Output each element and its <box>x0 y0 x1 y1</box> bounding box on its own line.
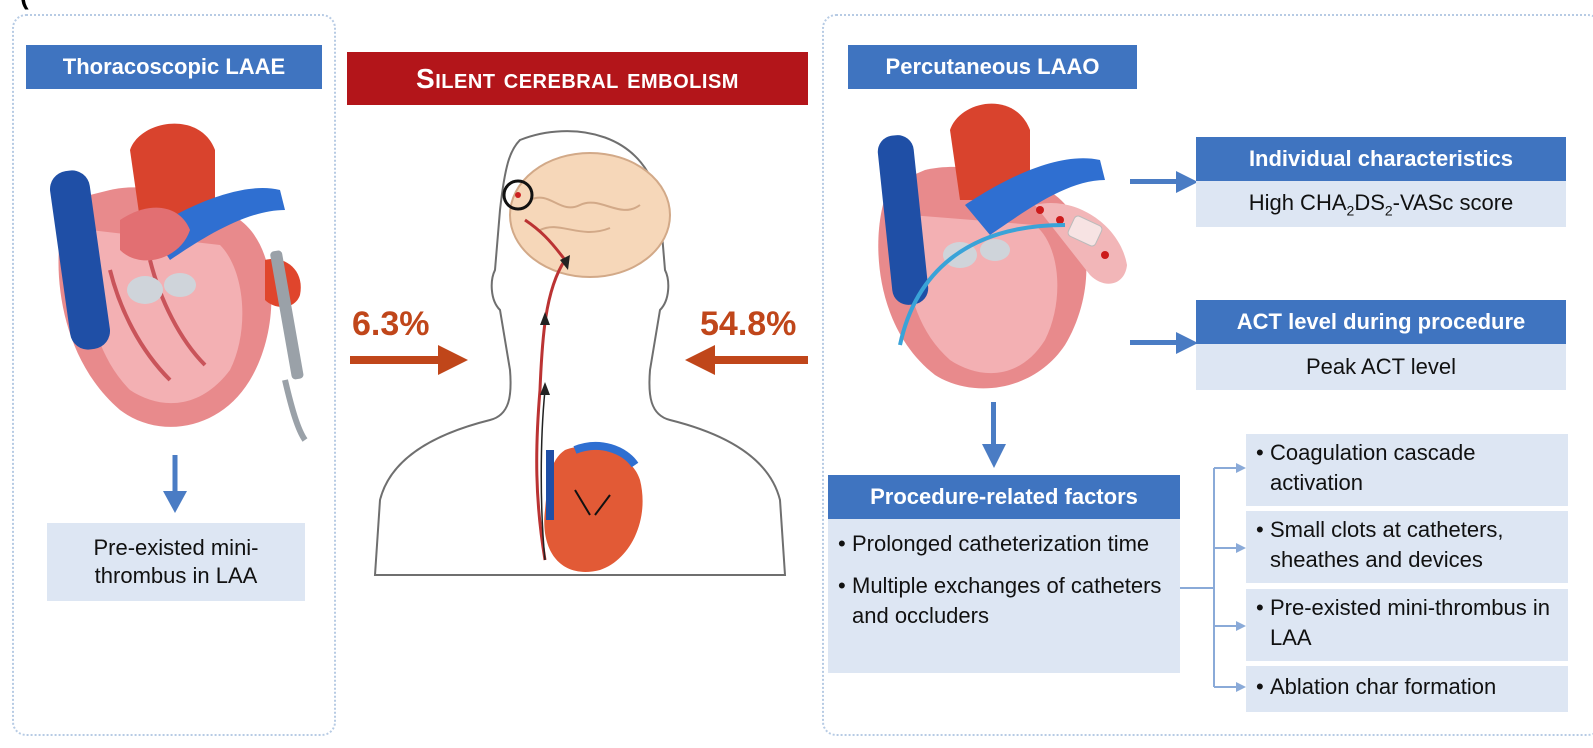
mechanism-item-1: •Coagulation cascade activation <box>1256 438 1558 498</box>
individual-text: High CHA2DS2-VASc score <box>1249 190 1514 218</box>
arrow-to-act <box>1130 331 1200 355</box>
right-orange-arrow <box>685 345 810 375</box>
procedure-bullet-1: •Prolonged catheterization time <box>838 529 1170 559</box>
mechanism-item-3: •Pre-existed mini-thrombus in LAA <box>1256 593 1558 653</box>
left-result-text: Pre-existed mini-thrombus in LAA <box>67 534 285 590</box>
arrow-to-procedure <box>979 402 1009 470</box>
heart-illustration-left <box>30 110 330 440</box>
center-title-text: Silent cerebral embolism <box>416 63 739 95</box>
procedure-title: Procedure-related factors <box>828 475 1180 519</box>
mechanism-box-2: •Small clots at catheters, sheathes and … <box>1246 511 1568 583</box>
left-orange-arrow <box>350 345 470 375</box>
mechanism-item-4: •Ablation char formation <box>1256 672 1558 702</box>
left-result-box: Pre-existed mini-thrombus in LAA <box>47 523 305 601</box>
mechanism-connectors <box>1180 460 1250 700</box>
mechanism-box-1: •Coagulation cascade activation <box>1246 434 1568 506</box>
left-panel-title: Thoracoscopic LAAE <box>26 45 322 89</box>
procedure-bullet-2: •Multiple exchanges of catheters and occ… <box>838 571 1170 631</box>
act-box: Peak ACT level <box>1196 344 1566 390</box>
procedure-box: •Prolonged catheterization time •Multipl… <box>828 519 1180 673</box>
individual-box: High CHA2DS2-VASc score <box>1196 181 1566 227</box>
arrow-to-individual <box>1130 170 1200 194</box>
mechanism-box-4: •Ablation char formation <box>1246 666 1568 712</box>
right-panel-title: Percutaneous LAAO <box>848 45 1137 89</box>
act-title: ACT level during procedure <box>1196 300 1566 344</box>
heart-illustration-right <box>855 95 1135 400</box>
act-text: Peak ACT level <box>1306 354 1456 380</box>
center-title: Silent cerebral embolism <box>347 52 808 105</box>
mechanism-box-3: •Pre-existed mini-thrombus in LAA <box>1246 589 1568 661</box>
left-percentage: 6.3% <box>352 305 430 344</box>
individual-title: Individual characteristics <box>1196 137 1566 181</box>
left-down-arrow <box>160 455 190 515</box>
right-percentage: 54.8% <box>700 305 796 344</box>
header-fragment: ( <box>20 0 29 11</box>
mechanism-item-2: •Small clots at catheters, sheathes and … <box>1256 515 1558 575</box>
